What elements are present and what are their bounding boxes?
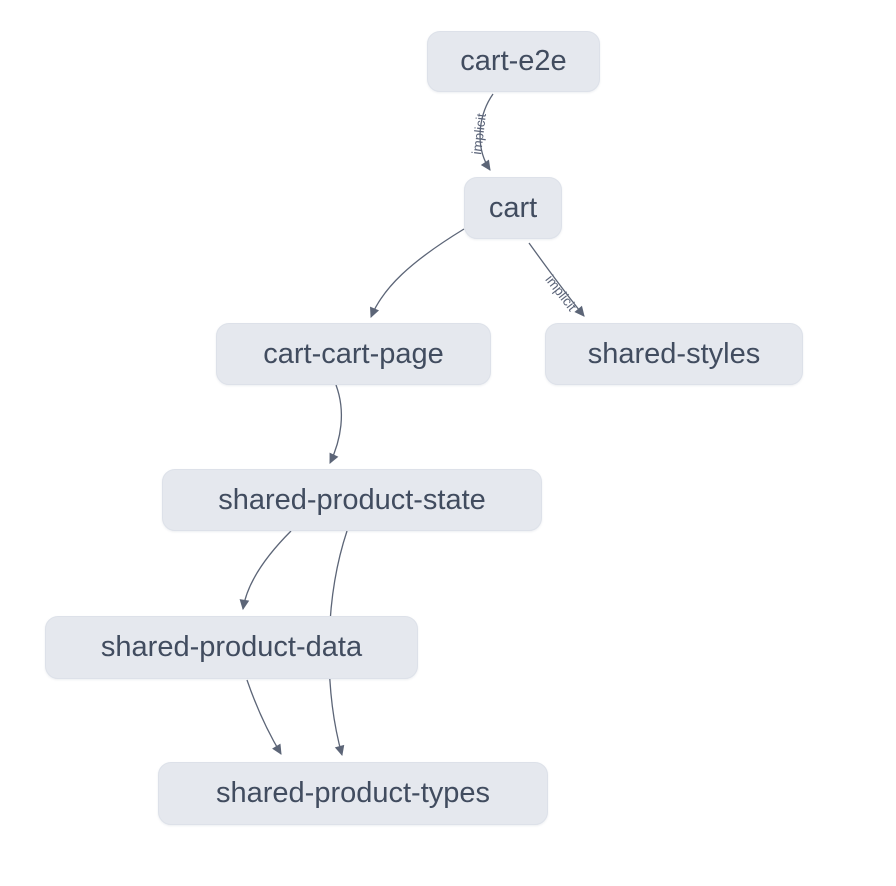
node-shared-styles[interactable]: shared-styles [545, 323, 803, 385]
edge-cart-to-shared-styles[interactable] [528, 242, 585, 317]
node-shared-product-state[interactable]: shared-product-state [162, 469, 542, 531]
edge-cart-to-cart-cart-page[interactable] [370, 228, 465, 319]
node-shared-product-data[interactable]: shared-product-data [45, 616, 418, 679]
edge-cart-cart-page-to-shared-product-state[interactable] [329, 384, 343, 464]
edge-cart-e2e-to-cart[interactable] [479, 93, 494, 171]
node-shared-product-types[interactable]: shared-product-types [158, 762, 548, 825]
node-cart[interactable]: cart [464, 177, 562, 239]
edge-shared-product-state-to-shared-product-data[interactable] [239, 530, 292, 611]
node-cart-cart-page[interactable]: cart-cart-page [216, 323, 491, 385]
edge-shared-product-data-to-shared-product-types[interactable] [246, 679, 282, 755]
node-cart-e2e[interactable]: cart-e2e [427, 31, 600, 92]
